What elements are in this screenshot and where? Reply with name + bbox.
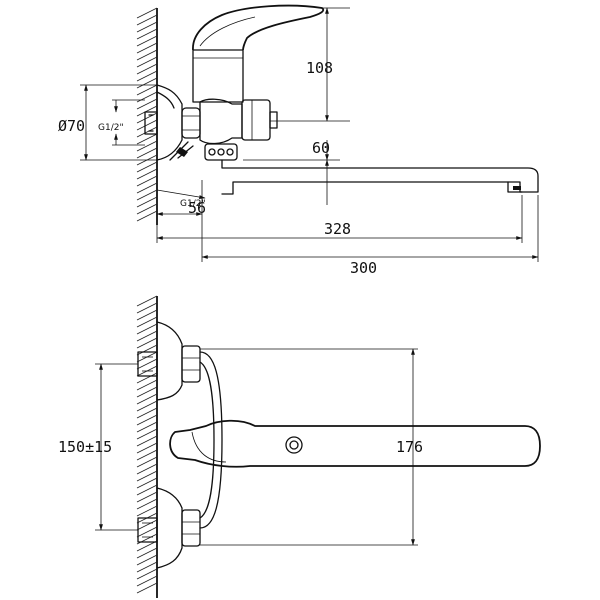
wall-hatch-line xyxy=(136,203,158,215)
wall-hatch-line xyxy=(136,140,158,152)
valve-housing xyxy=(192,49,244,103)
dim-handle-length: 176 xyxy=(396,438,423,456)
mixer-body xyxy=(199,98,243,145)
eccentric-nut xyxy=(181,107,201,139)
wall-hatch-line xyxy=(136,210,158,222)
wall-hatch-line xyxy=(136,526,158,538)
wall-hatch-line xyxy=(136,400,158,412)
wall-hatch-line xyxy=(136,477,158,489)
wall-hatch-line xyxy=(136,14,158,26)
wall-plan-view xyxy=(136,295,158,598)
wall-hatch-line xyxy=(136,161,158,173)
wall-hatch-line xyxy=(136,295,158,307)
wall-flange xyxy=(156,84,183,161)
wall-hatch-line xyxy=(136,428,158,440)
wall-hatch-line xyxy=(136,189,158,201)
wall-hatch-line xyxy=(136,386,158,398)
wall-side-view xyxy=(136,7,158,225)
wall-hatch-line xyxy=(136,470,158,482)
wall-hatch-line xyxy=(136,540,158,552)
wall-hatch-line xyxy=(136,358,158,370)
wall-hatch-line xyxy=(136,196,158,208)
mixer-body-plan xyxy=(199,351,223,529)
dim-inlet-thread: G1/2" xyxy=(98,123,124,133)
diverter-cap xyxy=(241,99,271,141)
dim-spout-length: 300 xyxy=(350,259,377,277)
wall-hatch-line xyxy=(136,379,158,391)
wall-hatch-line xyxy=(136,316,158,328)
spout xyxy=(221,159,539,195)
wall-hatch-line xyxy=(136,28,158,40)
wall-hatch-line xyxy=(136,442,158,454)
lever-handle xyxy=(192,4,325,51)
wall-hatch-line xyxy=(136,302,158,314)
wall-hatch-line xyxy=(136,407,158,419)
wall-hatch-line xyxy=(136,547,158,559)
side-view: 108 Ø70 G1/2" G1/2" 56 60 328 300 xyxy=(58,4,539,277)
wall-hatch-line xyxy=(136,35,158,47)
wall-hatch-line xyxy=(136,393,158,405)
wall-hatch-line xyxy=(136,484,158,496)
dim-inlet-spacing: 150±15 xyxy=(58,438,112,456)
wall-hatch-line xyxy=(136,63,158,75)
wall-hatch-line xyxy=(136,98,158,110)
wall-hatch-line xyxy=(136,491,158,503)
dim-flange-offset: 56 xyxy=(188,199,206,217)
wall-hatch-line xyxy=(136,182,158,194)
lower-inlet-assembly xyxy=(137,487,201,569)
plan-view: 150±15 176 xyxy=(58,295,541,598)
wall-hatch-line xyxy=(136,147,158,159)
wall-hatch-line xyxy=(136,7,158,19)
wall-hatch-line xyxy=(136,56,158,68)
wall-hatch-line xyxy=(136,421,158,433)
wall-hatch-line xyxy=(136,582,158,594)
wall-hatch-line xyxy=(136,463,158,475)
wall-hatch-line xyxy=(136,168,158,180)
wall-hatch-line xyxy=(136,84,158,96)
wall-hatch-line xyxy=(136,21,158,33)
dim-flange-diameter: Ø70 xyxy=(58,117,85,135)
wall-hatch-line xyxy=(136,575,158,587)
dim-spout-drop: 60 xyxy=(312,139,330,157)
wall-hatch-line xyxy=(136,323,158,335)
wall-hatch-line xyxy=(136,372,158,384)
handle-hole xyxy=(285,436,303,454)
wall-hatch-line xyxy=(136,119,158,131)
dim-outlet-thread: G1/2" xyxy=(180,199,206,209)
wall-hatch-line xyxy=(136,175,158,187)
wall-hatch-line xyxy=(136,554,158,566)
wall-hatch-line xyxy=(136,105,158,117)
wall-hatch-line xyxy=(136,70,158,82)
wall-hatch-line xyxy=(136,449,158,461)
wall-hatch-line xyxy=(136,505,158,517)
wall-hatch-line xyxy=(136,42,158,54)
wall-hatch-line xyxy=(136,344,158,356)
upper-inlet-assembly xyxy=(137,321,201,401)
wall-hatch-line xyxy=(136,112,158,124)
wall-hatch-line xyxy=(136,309,158,321)
wall-hatch-line xyxy=(136,337,158,349)
wall-hatch-line xyxy=(136,126,158,138)
wall-hatch-line xyxy=(136,77,158,89)
wall-hatch-line xyxy=(136,519,158,531)
dim-reach-total: 328 xyxy=(324,220,351,238)
wall-hatch-line xyxy=(136,414,158,426)
wall-hatch-line xyxy=(136,435,158,447)
wall-hatch-line xyxy=(136,133,158,145)
wall-hatch-line xyxy=(136,498,158,510)
swivel-ring xyxy=(204,143,238,161)
aerator xyxy=(507,181,523,193)
lever-handle-plan xyxy=(169,419,541,468)
wall-hatch-line xyxy=(136,561,158,573)
inlet-connector xyxy=(144,111,158,135)
wall-hatch-line xyxy=(136,49,158,61)
dim-handle-height: 108 xyxy=(306,59,333,77)
wall-hatch-line xyxy=(136,456,158,468)
wall-hatch-line xyxy=(136,330,158,342)
wall-hatch-line xyxy=(136,568,158,580)
